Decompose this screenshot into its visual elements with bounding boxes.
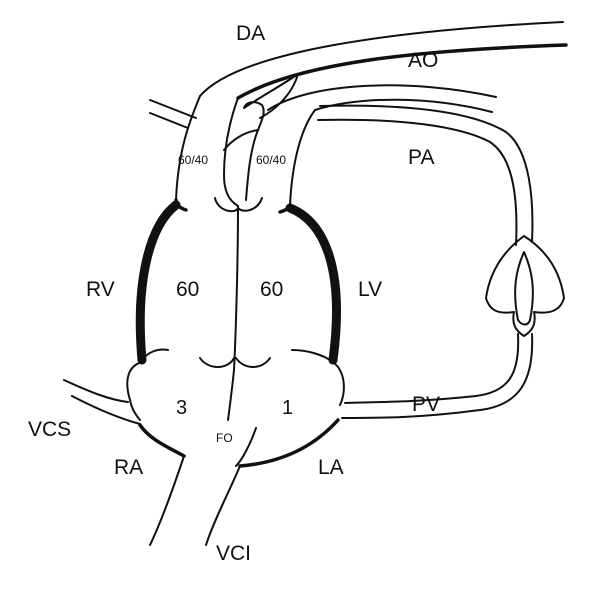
left-branch-vessel-lower <box>150 113 188 128</box>
label-fo: FO <box>216 431 233 445</box>
label-vci: VCI <box>216 542 251 565</box>
label-pressure-aortic: 60/40 <box>256 153 286 167</box>
tricuspid-valve-right <box>200 358 234 367</box>
label-pa: PA <box>408 146 434 169</box>
label-rv: RV <box>86 278 115 301</box>
label-pressure-pulmonary: 60/40 <box>178 153 208 167</box>
foramen-ovale-flap <box>236 428 256 466</box>
ductus-arteriosus-lower-wall <box>238 45 566 98</box>
right-atrium-lower-wall <box>140 425 184 456</box>
pulmonary-trunk-right-wall <box>224 98 238 206</box>
label-ra: RA <box>114 456 143 479</box>
aortic-root-right-wall <box>290 110 315 205</box>
label-da: DA <box>236 22 265 45</box>
label-la-pressure: 1 <box>282 397 293 419</box>
lung-inner-channel <box>515 252 533 325</box>
right-ventricle-wall <box>140 205 176 360</box>
label-ao: AO <box>408 49 438 72</box>
right-atrium-outline <box>127 362 142 420</box>
aortic-valve-arc <box>238 198 262 211</box>
label-pv: PV <box>412 393 440 416</box>
inferior-vena-cava-left <box>150 456 184 545</box>
mitral-valve-left <box>236 358 270 367</box>
pulmonary-artery-inner <box>318 120 516 245</box>
label-lv: LV <box>358 278 382 301</box>
inferior-vena-cava-right <box>206 466 240 545</box>
label-rv-pressure: 60 <box>176 278 199 301</box>
label-vcs: VCS <box>28 418 71 441</box>
lung-outline <box>486 236 564 336</box>
mitral-valve-right <box>292 350 333 362</box>
interventricular-septum <box>228 206 238 420</box>
label-lv-pressure: 60 <box>260 278 283 301</box>
superior-vena-cava-upper <box>64 380 128 402</box>
pulmonary-artery-outer <box>320 106 532 242</box>
label-ra-pressure: 3 <box>176 397 187 419</box>
left-ventricle-wall <box>290 208 336 360</box>
left-atrium-outline <box>333 362 344 405</box>
label-la: LA <box>318 456 344 479</box>
